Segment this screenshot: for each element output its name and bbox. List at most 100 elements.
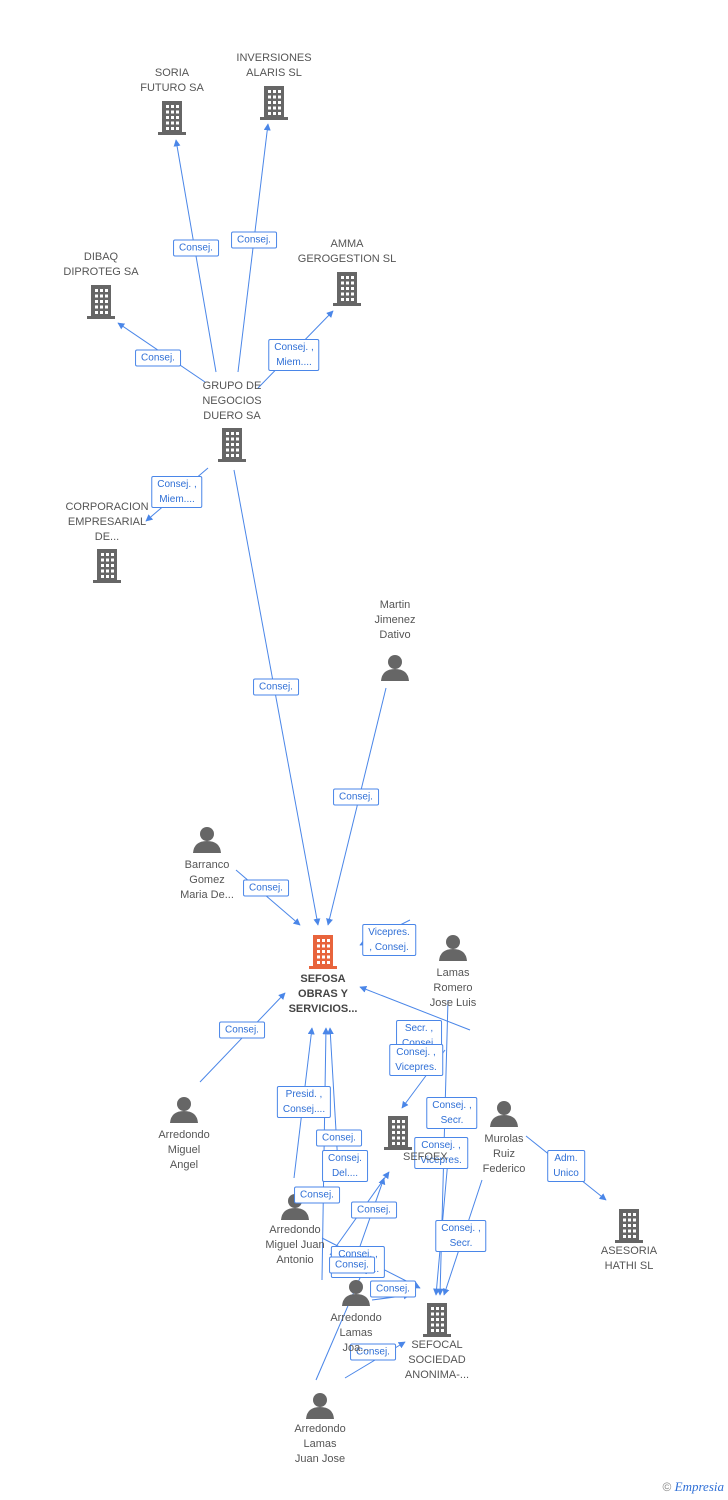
node-label-line: Angel bbox=[169, 1159, 199, 1171]
node-label-line: OBRAS Y bbox=[298, 988, 348, 1000]
node-label-line: ALARIS SL bbox=[246, 67, 302, 79]
edge-label[interactable]: Consej. bbox=[294, 1186, 340, 1204]
node-label-line: Jimenez bbox=[374, 614, 416, 626]
edge-label[interactable]: Consej. bbox=[370, 1280, 416, 1298]
edge-label-line: Vicepres. bbox=[395, 1062, 437, 1073]
edge-label-line: Consej. , bbox=[338, 1249, 378, 1260]
edge-label-line: Consej. bbox=[300, 1189, 334, 1201]
edge-label[interactable]: Consej. ,Miem.... bbox=[151, 476, 203, 508]
edge-label[interactable]: Presid. ,Consej.... bbox=[276, 1086, 332, 1118]
building-icon[interactable] bbox=[384, 1116, 412, 1150]
building-icon[interactable] bbox=[87, 285, 115, 319]
footer-brand[interactable]: © Empresia bbox=[662, 1479, 724, 1495]
node-label-line: Barranco bbox=[184, 859, 230, 871]
edge-label-line: Consej. bbox=[259, 681, 293, 693]
person-icon[interactable] bbox=[306, 1393, 334, 1419]
edge-label[interactable]: Consej. bbox=[329, 1256, 375, 1274]
edge-label[interactable]: Consej. bbox=[333, 788, 379, 806]
node-label-line: Dativo bbox=[379, 629, 411, 641]
node-label-line: SERVICIOS... bbox=[288, 1003, 358, 1015]
edge-grupo-to-sefosa bbox=[233, 469, 321, 926]
person-icon[interactable] bbox=[342, 1280, 370, 1306]
edge-label[interactable]: Consej. bbox=[243, 879, 289, 897]
edge-label-line: Consej. bbox=[141, 352, 175, 364]
edge-label-line: Miem.... bbox=[276, 357, 312, 368]
person-icon[interactable] bbox=[193, 827, 221, 853]
edge-label[interactable]: Consej. ,Secr. bbox=[426, 1097, 478, 1129]
copyright-symbol: © bbox=[662, 1480, 672, 1494]
person-icon[interactable] bbox=[490, 1101, 518, 1127]
edge-label-line: Consej. , bbox=[157, 479, 197, 490]
building-icon[interactable] bbox=[333, 272, 361, 306]
edge-label[interactable]: Consej. , Miem.... bbox=[268, 339, 320, 371]
edge-label[interactable]: Consej. bbox=[135, 349, 181, 367]
node-label-line: Arredondo bbox=[330, 1312, 382, 1324]
node-label-sefoex[interactable]: SEFOEX bbox=[403, 1150, 448, 1165]
edge-label[interactable]: Consej.Del.... bbox=[322, 1150, 368, 1182]
edge-label[interactable]: Vicepres., Consej. bbox=[362, 924, 416, 956]
edge-label[interactable]: Adm.Unico bbox=[547, 1150, 585, 1182]
building-icon[interactable] bbox=[93, 549, 121, 583]
edge-murolas-to-sefosa bbox=[359, 986, 471, 1031]
edge-label-line: Consej. bbox=[237, 234, 271, 246]
node-label-line: SEFOEX bbox=[403, 1151, 448, 1163]
edge-label[interactable]: Consej. bbox=[231, 231, 277, 249]
node-label-line: Lamas bbox=[339, 1327, 373, 1339]
node-label-line: SORIA bbox=[154, 67, 190, 79]
edge-label-line: Secr. bbox=[449, 1238, 473, 1249]
edge-label[interactable]: Consej. bbox=[173, 239, 219, 257]
edge-label[interactable]: Consej. bbox=[219, 1021, 265, 1039]
building-icon[interactable] bbox=[423, 1303, 451, 1337]
person-icon[interactable] bbox=[170, 1097, 198, 1123]
building-icon[interactable] bbox=[158, 101, 186, 135]
edge-label[interactable]: Consej. ,Vicepres. bbox=[414, 1137, 468, 1169]
person-icon[interactable] bbox=[439, 935, 467, 961]
edge-label[interactable]: Consej. ,Secr. bbox=[435, 1220, 487, 1252]
edge-label-line: Consej. , bbox=[274, 342, 314, 353]
edge-label-line: Consej. bbox=[328, 1153, 362, 1164]
node-label-line: SOCIEDAD bbox=[408, 1354, 466, 1366]
node-label-line: DUERO SA bbox=[203, 410, 261, 422]
node-label-line: Murolas bbox=[484, 1133, 524, 1145]
node-label-line: GEROGESTION SL bbox=[297, 253, 397, 265]
node-label-line: CORPORACION bbox=[65, 501, 149, 513]
edge-label[interactable]: Consej. bbox=[253, 678, 299, 696]
building-icon[interactable] bbox=[615, 1209, 643, 1243]
edge-label-line: Consej. bbox=[249, 882, 283, 894]
edge-label-line: Vicepres. bbox=[420, 1155, 462, 1166]
node-label-line: Arredondo bbox=[294, 1423, 346, 1435]
edge-label[interactable]: Consej. bbox=[350, 1343, 396, 1361]
edge-label-line: Consej. , bbox=[432, 1100, 472, 1111]
edge-label-line: Presid. , bbox=[285, 1089, 323, 1100]
building-icon[interactable] bbox=[218, 428, 246, 462]
edge-label-line: Consej. bbox=[322, 1132, 356, 1144]
person-icon[interactable] bbox=[381, 655, 409, 681]
edge-label-line: Consej. bbox=[402, 1036, 436, 1051]
node-label-inversiones[interactable]: INVERSIONES ALARIS SL bbox=[236, 51, 311, 81]
node-label-line: Lamas bbox=[436, 967, 470, 979]
node-label-line: Antonio bbox=[276, 1254, 314, 1266]
edge-label-line: Unico bbox=[553, 1168, 579, 1179]
edge-label[interactable]: Consej. ,Vicepres. bbox=[389, 1044, 443, 1076]
edge-label[interactable]: Consej. bbox=[351, 1201, 397, 1219]
main-company-icon[interactable] bbox=[309, 935, 337, 969]
building-icon[interactable] bbox=[260, 86, 288, 120]
edge-label[interactable]: Consej. bbox=[316, 1129, 362, 1147]
node-label-line: INVERSIONES bbox=[236, 52, 312, 64]
